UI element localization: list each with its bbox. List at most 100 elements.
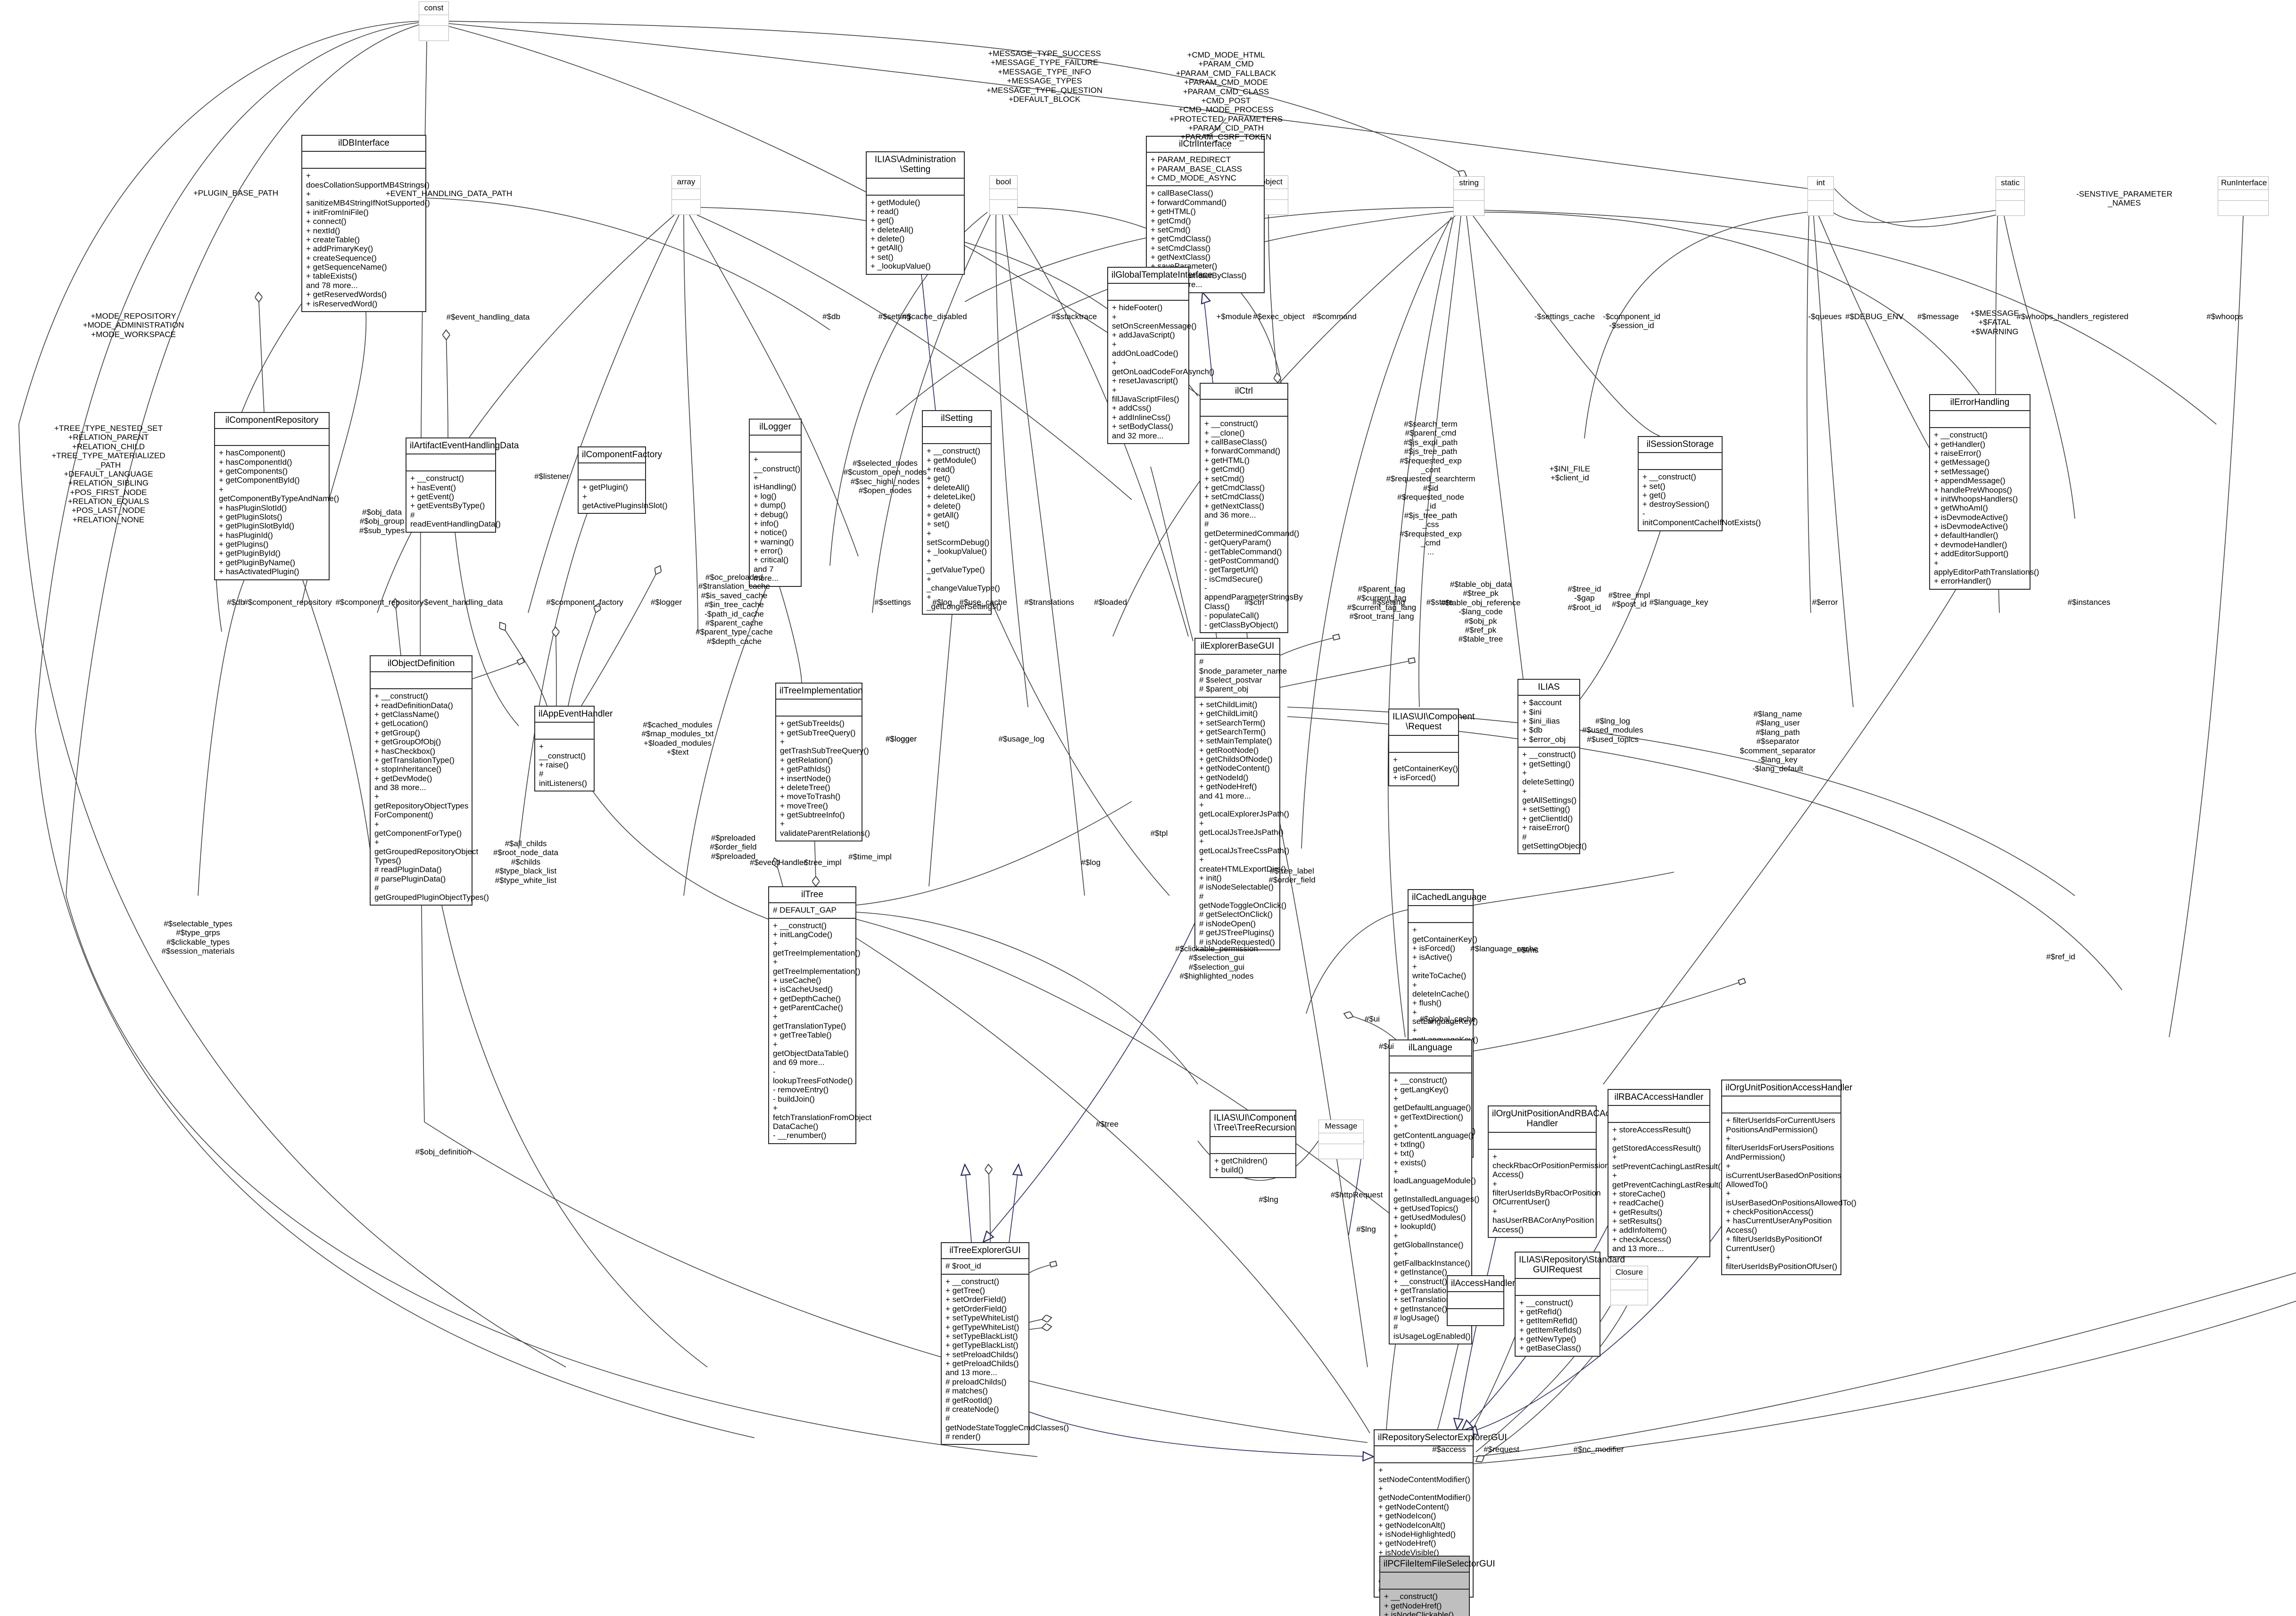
class-box-ilCtrl[interactable]: ilCtrl+ __construct()+ __clone()+ callBa… — [1200, 383, 1303, 633]
class-operations: + __construct()+ getNodeHref()+ isNodeCl… — [1380, 1590, 1469, 1616]
class-operations: + __construct()+ initLangCode()+ getTree… — [769, 919, 871, 1143]
class-box-ilPCFileItemFileSelectorGUI[interactable]: ilPCFileItemFileSelectorGUI+ __construct… — [1379, 1556, 1495, 1616]
class-box-ilErrorHandling[interactable]: ilErrorHandling+ __construct()+ getHandl… — [1929, 394, 2039, 590]
class-box-ilOrgUnitPositionAccessHandler[interactable]: ilOrgUnitPositionAccessHandler+ filterUs… — [1721, 1080, 1857, 1275]
class-operation: + getChildren() — [1214, 1156, 1268, 1165]
class-operation: + hasActivatedPlugin() — [219, 567, 299, 577]
class-operation: # readPluginData() — [374, 865, 442, 874]
class-operation: + getGlobalInstance() — [1393, 1231, 1464, 1250]
class-operation: + getRepositoryObjectTypes ForComponent(… — [374, 792, 469, 820]
class-box-ilCtrlInterface[interactable]: ilCtrlInterface+ PARAM_REDIRECT+ PARAM_B… — [1146, 136, 1265, 293]
class-operation: - __renumber() — [773, 1131, 827, 1140]
edge-label: +$INI_FILE+$client_id — [1549, 464, 1591, 483]
class-operation: + getResults() — [1612, 1207, 1663, 1217]
type-node-int[interactable]: int — [1807, 176, 1834, 216]
class-operations: + getModule()+ read()+ get()+ deleteAll(… — [867, 196, 964, 274]
class-operation: + getSequenceName() — [306, 263, 387, 272]
class-box-ilIASUIComponentRequest[interactable]: ILIAS\UI\Component\Request+ getContainer… — [1388, 709, 1475, 786]
class-name: ilRBACAccessHandler — [1614, 1092, 1704, 1102]
class-operation: + getHTML() — [1151, 207, 1196, 216]
class-operation: + setSearchTerm() — [1199, 718, 1266, 727]
class-operation: + getContainerKey() — [1412, 925, 1477, 944]
class-operation: + get() — [870, 216, 894, 225]
class-box-ilComponentRepository[interactable]: ilComponentRepository+ hasComponent()+ h… — [214, 412, 339, 580]
type-node-label: static — [2001, 178, 2020, 187]
class-box-ilTreeExplorerGUI[interactable]: ilTreeExplorerGUI# $root_id+ __construct… — [941, 1242, 1069, 1445]
class-box-ilDBInterface[interactable]: ilDBInterface+ doesCollationSupportMB4St… — [301, 135, 430, 312]
edge-label: #$usage_log — [998, 734, 1044, 743]
type-node-label: Message — [1325, 1121, 1358, 1130]
class-operation: + __construct() — [1384, 1592, 1438, 1601]
class-box-ilTree[interactable]: ilTree# DEFAULT_GAP+ __construct()+ init… — [768, 886, 871, 1144]
class-attribute: + $account — [1522, 698, 1562, 708]
edge-label: #$whoops — [2206, 312, 2243, 321]
class-box-ilTreeImplementation[interactable]: ilTreeImplementation+ getSubTreeIds()+ g… — [775, 683, 870, 842]
class-operation: + createSequence() — [306, 253, 377, 263]
class-box-ilArtifactEventHandlingData[interactable]: ilArtifactEventHandlingData+ __construct… — [406, 437, 519, 533]
class-operations: + checkRbacOrPositionPermission Access()… — [1489, 1150, 1609, 1237]
class-operation: + destroySession() — [1642, 500, 1710, 509]
class-operation: + filterUserIdsByPositionOfUser() — [1726, 1253, 1838, 1271]
class-box-ilSessionStorage[interactable]: ilSessionStorage+ __construct()+ set()+ … — [1638, 436, 1761, 531]
class-operation: # getDeterminedCommand() — [1204, 519, 1300, 538]
class-operation: + isNodeHighlighted() — [1378, 1529, 1456, 1539]
class-attributes — [1489, 1133, 1596, 1149]
class-operation: + deleteSetting() — [1522, 768, 1575, 787]
class-box-ilGlobalTemplateInterface[interactable]: ilGlobalTemplateInterface+ hideFooter()+… — [1107, 267, 1215, 444]
class-operation: + getMessage() — [1934, 458, 1990, 467]
class-operation: + setCmd() — [1204, 474, 1244, 483]
type-node-string[interactable]: string — [1453, 176, 1484, 216]
class-box-ilLogger[interactable]: ilLogger+ __construct()+ isHandling()+ l… — [749, 419, 802, 587]
class-attributes — [406, 454, 495, 470]
class-operation: + getLocalExplorerJsPath() — [1199, 800, 1289, 819]
class-operations: + storeAccessResult()+ getStoredAccessRe… — [1608, 1123, 1724, 1256]
class-operation: # preloadChilds() — [945, 1377, 1007, 1386]
class-box-ilIASUIComponentTreeTreeRecursion[interactable]: ILIAS\UI\Component\Tree\TreeRecursion+ g… — [1210, 1110, 1296, 1179]
class-box-ilAppEventHandler[interactable]: ilAppEventHandler+ __construct()+ raise(… — [534, 706, 613, 792]
class-operation: + delete() — [927, 501, 961, 511]
edge-label: #$setting — [1372, 598, 1405, 607]
class-operation: + flush() — [1412, 998, 1442, 1008]
class-operations: + __construct()+ __clone()+ callBaseClas… — [1201, 417, 1303, 632]
class-attribute: # $root_id — [945, 1261, 981, 1271]
type-node-static[interactable]: static — [1996, 176, 2025, 216]
class-box-ilAccessHandler[interactable]: ilAccessHandler — [1447, 1275, 1516, 1327]
class-box-ilObjectDefinition[interactable]: ilObjectDefinition+ __construct()+ readD… — [370, 655, 489, 906]
type-node-array[interactable]: array — [671, 175, 701, 215]
edge-label: #$component_factory — [546, 598, 623, 607]
type-node-runif[interactable]: RunInterface — [2218, 176, 2269, 216]
class-operation: + getCmdClass() — [1204, 483, 1265, 492]
type-node-closure[interactable]: Closure — [1610, 1266, 1648, 1305]
class-box-ilExplorerBaseGUI[interactable]: ilExplorerBaseGUI# $node_parameter_name#… — [1194, 638, 1289, 950]
class-operations: + __construct()+ getRefId()+ getItemRefI… — [1516, 1296, 1600, 1356]
class-operation: # getRootId() — [945, 1395, 993, 1405]
class-operation: + getGroupedRepositoryObject Types() — [374, 838, 479, 866]
class-box-ilRBACAccessHandler[interactable]: ilRBACAccessHandler + storeAccessResult()… — [1608, 1089, 1724, 1257]
class-box-ilComponentFactory[interactable]: ilComponentFactory+ getPlugin()+ getActi… — [578, 446, 667, 514]
class-operation: + __construct() — [374, 692, 428, 701]
class-attribute: + PARAM_BASE_CLASS — [1151, 164, 1242, 173]
class-operation: + hasUserRBACorAnyPosition Access() — [1492, 1206, 1594, 1234]
class-operation: + getSubTreeQuery() — [780, 728, 856, 737]
type-node-msg[interactable]: Message — [1318, 1120, 1364, 1159]
class-operation: + getHTML() — [1204, 455, 1250, 465]
class-name: ilAppEventHandler — [539, 709, 613, 719]
class-operation: + getInstalledLanguages() — [1393, 1185, 1480, 1204]
type-node-const[interactable]: const — [419, 1, 449, 41]
edge-label: #$httpRequest — [1330, 1190, 1383, 1199]
class-operation: + getOnLoadCodeForAsynch() — [1112, 358, 1215, 376]
type-node-bool[interactable]: bool — [989, 175, 1018, 215]
class-box-ILIAS[interactable]: ILIAS+ $account+ $ini+ $ini_ilias+ $db+ … — [1517, 679, 1587, 855]
edge-label: #$listener — [534, 472, 569, 481]
class-attributes — [302, 152, 425, 168]
class-operation: + getNodeIconAlt() — [1378, 1520, 1446, 1530]
class-box-ilSetting[interactable]: ilSetting+ __construct()+ getModule()+ r… — [922, 410, 1002, 615]
class-operations: + __construct()+ getTree()+ setOrderFiel… — [942, 1275, 1069, 1444]
edge-label: #$lms — [1517, 946, 1539, 955]
class-box-ILIASAdministrationSetting[interactable]: ILIAS\Administration\Setting+ getModule(… — [866, 151, 965, 275]
class-name: ilAccessHandler — [1451, 1278, 1516, 1288]
edge-label: #$tree_id-$gap#$root_id — [1567, 585, 1601, 612]
